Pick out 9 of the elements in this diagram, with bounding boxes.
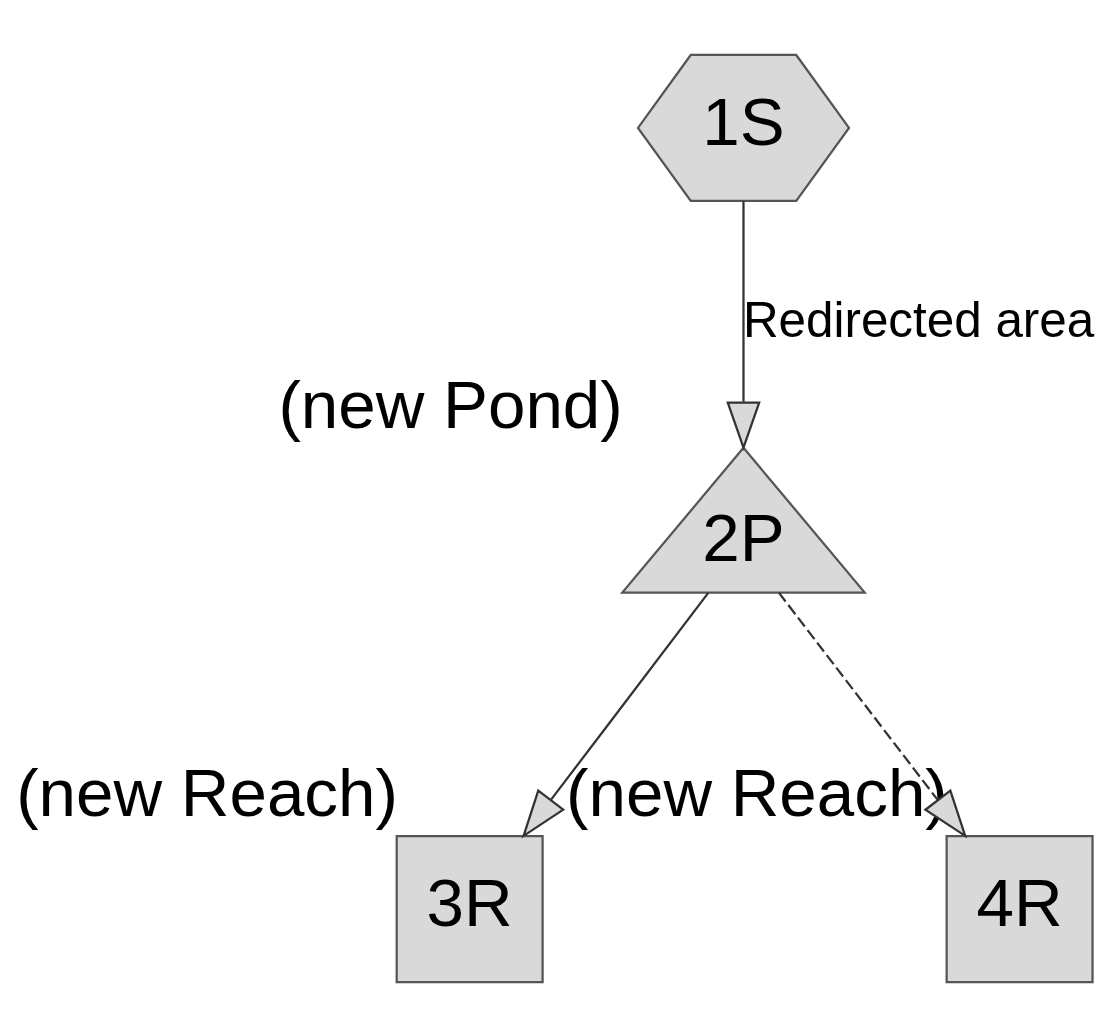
node-label: (new Reach) (566, 754, 948, 830)
arrow (521, 591, 710, 839)
node-label: (new Pond) (278, 366, 623, 442)
node-label: (new Reach) (16, 754, 398, 830)
node-box: 4R (945, 834, 1094, 983)
edge-label: Redirected area (742, 291, 1095, 347)
node-box: 3R (395, 834, 544, 983)
arrow (726, 200, 761, 451)
arrow (778, 591, 968, 839)
